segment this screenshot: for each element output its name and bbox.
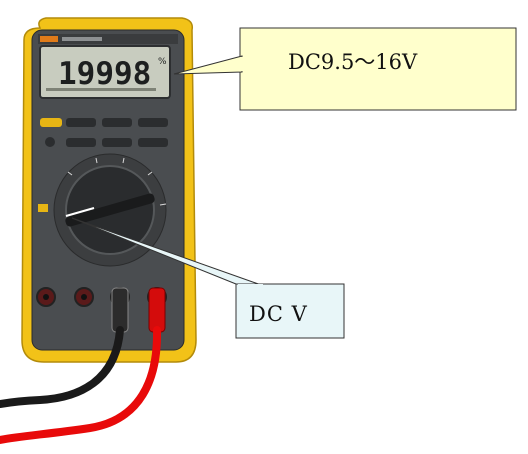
dial-pointer [65,193,155,227]
button-backlight[interactable] [45,137,55,147]
off-marker [38,204,48,212]
button-range[interactable] [102,118,132,127]
lcd-bargraph [46,88,156,91]
red-probe-plug [148,287,166,333]
black-probe-plug [111,287,129,333]
lcd-display [39,45,171,99]
dial-indicator-mark [65,207,95,217]
brand-strip [38,34,178,44]
callout-mode-box [235,283,345,339]
red-test-lead [0,326,162,444]
black-test-lead [0,326,124,408]
lcd-unit: % [158,57,167,67]
lcd-reading: 19998 [58,56,151,92]
callout-voltage-box [239,27,517,111]
button-min-max[interactable] [66,118,96,127]
button-hz[interactable] [102,138,132,147]
button-hold[interactable] [138,118,168,127]
brand-logo [40,36,58,42]
callout-mode-text: DC V [249,302,308,326]
dial-ticks [67,157,167,206]
button-yellow[interactable] [40,118,62,127]
callout-voltage-text: DC9.5～16V [288,50,418,74]
model-label [62,37,102,41]
button-peak[interactable] [138,138,168,147]
button-rel[interactable] [66,138,96,147]
